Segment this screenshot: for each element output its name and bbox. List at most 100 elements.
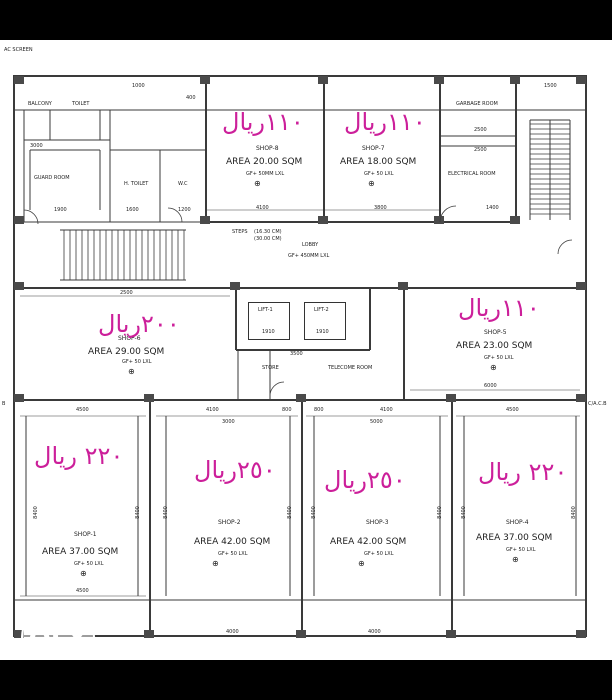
dimension-label: 8400	[286, 506, 293, 519]
shop-5-area: AREA 23.00 SQM	[456, 341, 533, 351]
shop-6-area: AREA 29.00 SQM	[88, 347, 165, 357]
dimension-label: 4100	[206, 407, 219, 413]
level-marker-icon: ⊕	[212, 559, 219, 568]
edge-label-right: C/A.C.B	[588, 401, 607, 407]
dimension-label: 8400	[134, 506, 141, 519]
shop-2-label: SHOP-2	[218, 519, 241, 526]
structural-column	[446, 394, 456, 402]
level-marker-icon: ⊕	[254, 179, 261, 188]
dimension-label: 800	[314, 407, 324, 413]
dimension-label: 3800	[374, 205, 387, 211]
shop-3-label: SHOP-3	[366, 519, 389, 526]
dimension-label: 4500	[76, 407, 89, 413]
structural-column	[434, 76, 444, 84]
shop-2-price: ٢٥٠ريال	[194, 456, 276, 484]
shop-3-area: AREA 42.00 SQM	[330, 537, 407, 547]
dimension-label: 8400	[32, 506, 39, 519]
lift-1-label: LIFT-1	[258, 307, 273, 313]
store-label: STORE	[262, 365, 279, 371]
structural-column	[200, 216, 210, 224]
structural-column	[510, 216, 520, 224]
lift-1	[248, 302, 290, 340]
steps-note-2: (30.00 CM)	[254, 236, 282, 242]
telecom-room-label: TELECOME ROOM	[328, 365, 373, 371]
structural-column	[576, 630, 586, 638]
shop-7-level: GF+ 50 LXL	[364, 171, 394, 177]
dimension-label: 3000	[30, 143, 43, 149]
dimension-label: 6000	[484, 383, 497, 389]
shop-4-price: ٢٢٠ ريال	[478, 458, 568, 486]
dimension-label: 1910	[316, 329, 329, 335]
dimension-label: 8400	[460, 506, 467, 519]
structural-column	[318, 216, 328, 224]
olx-watermark-icon: OLX	[21, 601, 95, 675]
dimension-label: 4500	[506, 407, 519, 413]
shop-2-level: GF+ 50 LXL	[218, 551, 248, 557]
dimension-label: 1000	[132, 83, 145, 89]
shop-8-price: ١١٠ريال	[222, 108, 304, 136]
structural-column	[144, 394, 154, 402]
structural-column	[14, 76, 24, 84]
level-marker-icon: ⊕	[80, 569, 87, 578]
dimension-label: 5000	[370, 419, 383, 425]
wc-label: W.C	[178, 181, 188, 187]
shop-8-area: AREA 20.00 SQM	[226, 157, 303, 167]
dimension-label: 8400	[310, 506, 317, 519]
level-marker-icon: ⊕	[368, 179, 375, 188]
structural-column	[296, 394, 306, 402]
bottom-bar	[0, 660, 612, 700]
dimension-label: 1910	[262, 329, 275, 335]
shop-6-price: ٢٠٠ريال	[98, 310, 180, 338]
level-marker-icon: ⊕	[512, 555, 519, 564]
level-marker-icon: ⊕	[490, 363, 497, 372]
dimension-label: 1500	[544, 83, 557, 89]
structural-column	[14, 216, 24, 224]
structural-column	[230, 282, 240, 290]
shop-5-level: GF+ 50 LXL	[484, 355, 514, 361]
dimension-label: 2500	[474, 127, 487, 133]
garbage-room-label: GARBAGE ROOM	[456, 101, 498, 107]
structural-column	[14, 282, 24, 290]
structural-column	[296, 630, 306, 638]
structural-column	[434, 216, 444, 224]
lobby-label: LOBBY	[302, 242, 319, 248]
structural-column	[14, 630, 24, 638]
toilet-label: TOILET	[72, 101, 90, 107]
shop-8-level: GF+ 50MM LXL	[246, 171, 285, 177]
shop-5-price: ١١٠ريال	[458, 294, 540, 322]
shop-4-level: GF+ 50 LXL	[506, 547, 536, 553]
dimension-label: 8400	[162, 506, 169, 519]
h-toilet-label: H. TOILET	[124, 181, 149, 187]
dimension-label: 1900	[54, 207, 67, 213]
shop-1-label: SHOP-1	[74, 531, 97, 538]
floor-plan: AC SCREEN BALCONY TOILET GUARD ROOM H. T…	[0, 40, 612, 660]
dimension-label: 4100	[256, 205, 269, 211]
structural-column	[576, 76, 586, 84]
lift-2	[304, 302, 346, 340]
shop-1-price: ٢٢٠ ريال	[34, 442, 124, 470]
lift-2-label: LIFT-2	[314, 307, 329, 313]
shop-4-label: SHOP-4	[506, 519, 529, 526]
structural-column	[318, 76, 328, 84]
structural-column	[14, 394, 24, 402]
structural-column	[446, 630, 456, 638]
watermark-text: OLX	[29, 625, 88, 655]
structural-column	[200, 76, 210, 84]
guard-room-label: GUARD ROOM	[34, 175, 70, 181]
edge-label-left: B	[2, 401, 6, 407]
electrical-room-label: ELECTRICAL ROOM	[448, 171, 496, 177]
dimension-label: 800	[282, 407, 292, 413]
level-marker-icon: ⊕	[128, 367, 135, 376]
dimension-label: 4000	[226, 629, 239, 635]
structural-column	[398, 282, 408, 290]
dimension-label: 2500	[474, 147, 487, 153]
structural-column	[576, 394, 586, 402]
dimension-label: 1200	[178, 207, 191, 213]
shop-7-label: SHOP-7	[362, 145, 385, 152]
shop-6-label: SHOP-6	[118, 335, 141, 342]
shop-1-level: GF+ 50 LXL	[74, 561, 104, 567]
steps-note: (16.30 CM)	[254, 229, 282, 235]
shop-6-level: GF+ 50 LXL	[122, 359, 152, 365]
lobby-level: GF+ 450MM LXL	[288, 253, 330, 259]
floor-plan-lines	[13, 75, 587, 638]
